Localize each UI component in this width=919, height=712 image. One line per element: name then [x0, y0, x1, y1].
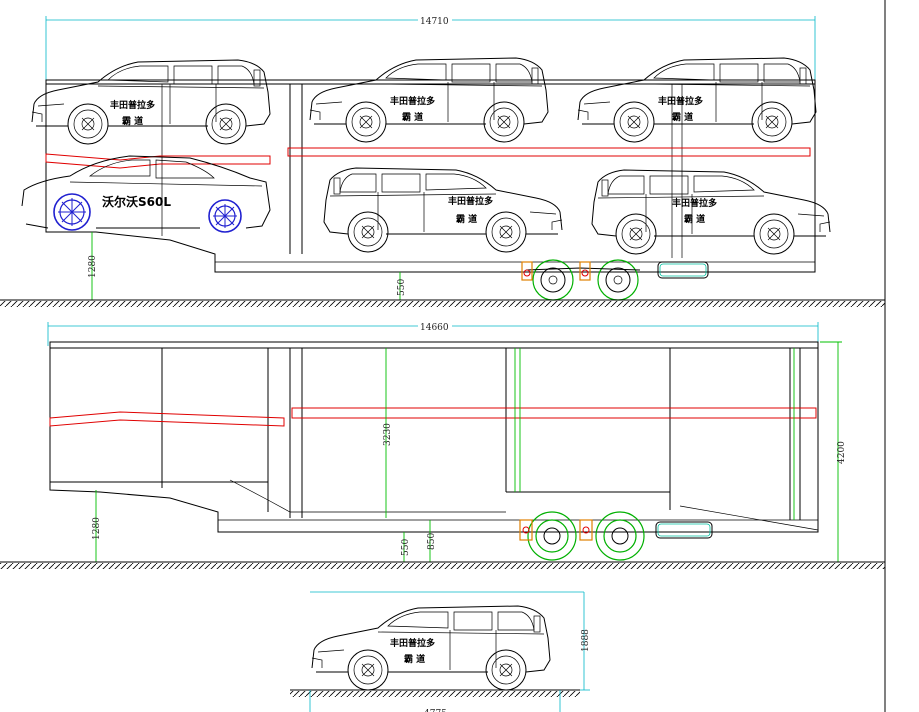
- car4-label-l1: 丰田普拉多: [448, 195, 493, 207]
- car2-label-l1: 丰田普拉多: [390, 95, 435, 107]
- dim-mid-front-height: 1280: [92, 517, 102, 540]
- dim-bottom-car-height: 1888: [581, 629, 591, 652]
- bottom-single-car-view: 1888 丰田普拉多 霸 道 4775: [290, 591, 591, 712]
- sedan-car: 沃尔沃S60L: [21, 155, 271, 233]
- car1-label-l2: 霸 道: [122, 115, 143, 127]
- car1-label-l1: 丰田普拉多: [110, 99, 155, 111]
- car5-label-l1: 丰田普拉多: [672, 197, 717, 209]
- car5-label-l2: 霸 道: [684, 213, 705, 225]
- top-axle-group: [521, 259, 709, 301]
- dim-mid-inner-height: 3230: [383, 423, 393, 446]
- car3-label-l2: 霸 道: [672, 111, 693, 123]
- dim-mid-total-height: 4200: [837, 441, 847, 464]
- dim-top-frame-height: 550: [397, 279, 407, 296]
- dim-mid-frame-b: 850: [427, 533, 437, 550]
- top-loaded-view: 14710 沃尔沃S60L: [0, 14, 885, 307]
- mid-axle-group: [519, 511, 713, 561]
- car4-label-l2: 霸 道: [456, 213, 477, 225]
- sedan-label: 沃尔沃S60L: [102, 194, 171, 209]
- car6-label-l2: 霸 道: [404, 653, 425, 665]
- dim-top-length: 14710: [420, 17, 449, 27]
- dim-bottom-car-length: 4775: [424, 709, 447, 712]
- car2-label-l2: 霸 道: [402, 111, 423, 123]
- car3-label-l1: 丰田普拉多: [658, 95, 703, 107]
- dim-mid-length: 14660: [420, 323, 449, 333]
- middle-empty-view: 14660: [0, 320, 885, 569]
- car6-label-l1: 丰田普拉多: [390, 637, 435, 649]
- dim-mid-frame-a: 550: [401, 539, 411, 556]
- dim-top-front-height: 1280: [88, 255, 98, 278]
